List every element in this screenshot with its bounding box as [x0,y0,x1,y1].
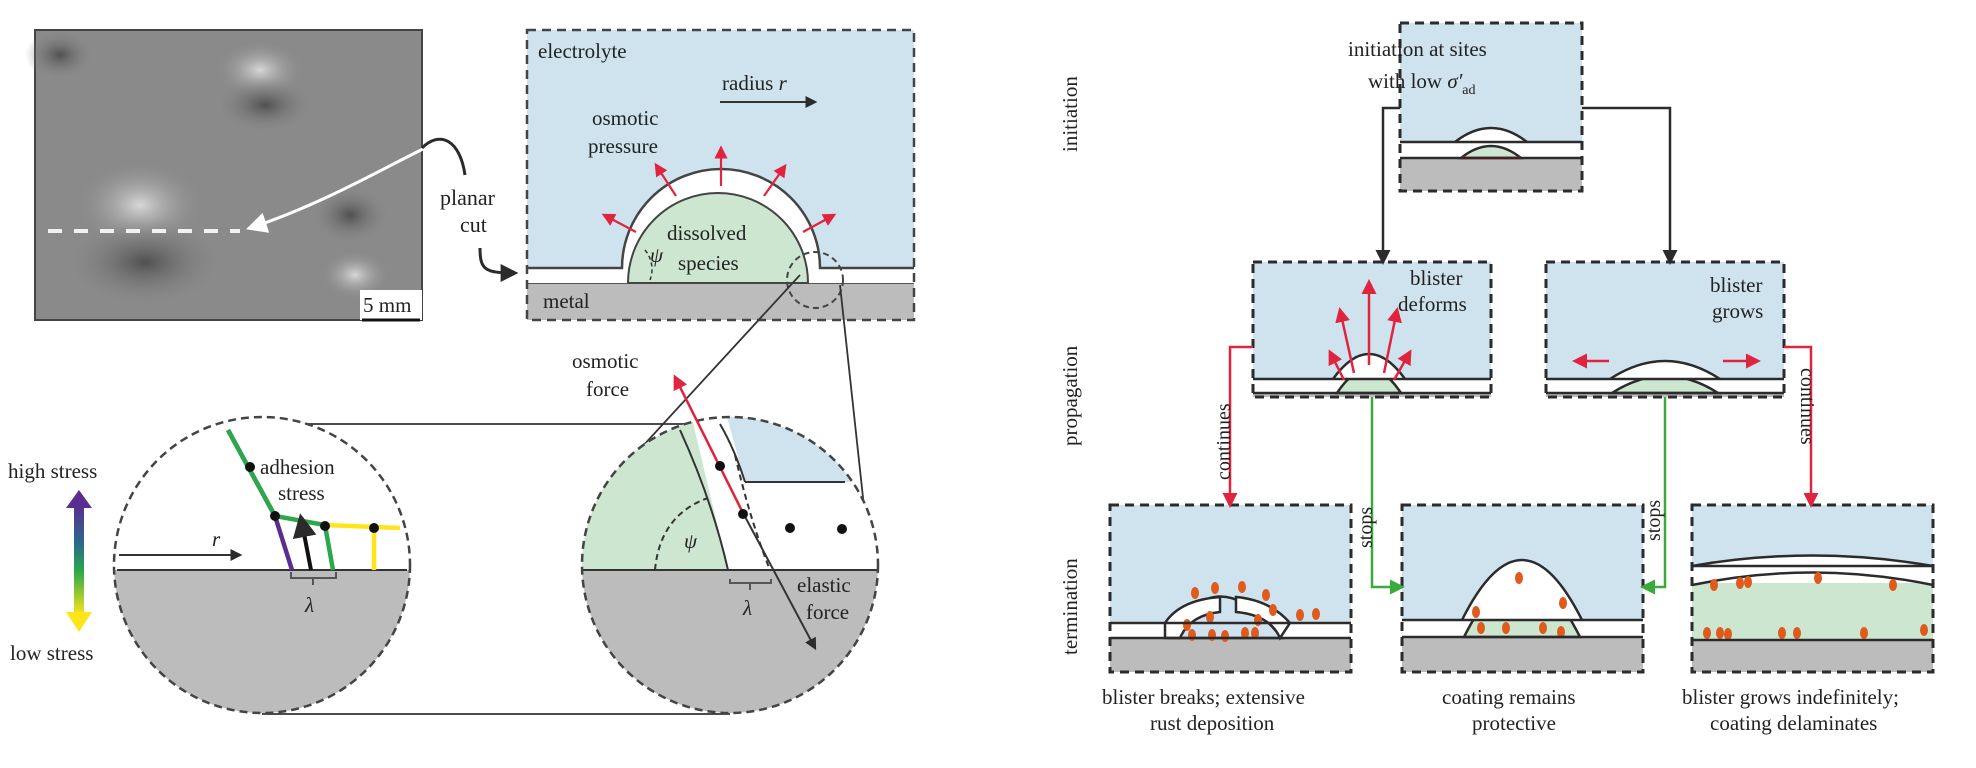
termination-box-protective [1400,503,1645,674]
adhesion-stress-label-line1: adhesion [260,455,335,479]
osmotic-force-label-line1: osmotic [572,349,639,373]
osmotic-arrow [1382,307,1402,374]
stress-gradient-bar [74,505,84,615]
elastic-force-label-line1: elastic [797,573,851,597]
radius-label: radius r [722,71,788,95]
termination-box-breaks [1108,503,1353,674]
initiation-box [1398,21,1584,193]
continues-arrow-left [1222,345,1253,508]
initiation-text-line1: initiation at sites [1348,37,1487,61]
elastic-force-arrow [741,510,817,651]
osmotic-arrow [1392,349,1412,381]
osmotic-arrow [1328,349,1346,381]
electrolyte-label: electrolyte [538,39,627,63]
osmotic-force-label-line2: force [586,377,629,401]
stops-label-right: stops [1643,500,1665,541]
low-stress-label: low stress [10,641,93,665]
propagation-box-grows [1544,260,1786,399]
stops-label-left: stops [1355,507,1377,548]
initiation-text-line2: with low σ′ad [1368,69,1476,98]
planar-cut-label-line1: planar [440,185,496,210]
planar-cut-pointer [478,247,519,282]
continues-label-right: continues [1796,368,1818,445]
caption-delaminates-line1: blister grows indefinitely; [1682,685,1899,709]
high-stress-label: high stress [8,459,97,483]
continues-label-left: continues [1213,403,1235,480]
dissolved-species-label-line1: dissolved [667,221,747,245]
continues-arrow-right [1784,345,1819,508]
caption-protective-line1: coating remains [1442,685,1576,709]
zoom-region-marker [786,251,844,309]
osmotic-force-arrow [673,374,744,512]
osmotic-pressure-arrows [601,145,837,233]
stops-arrow-left [1370,397,1405,595]
grows-label-line2: grows [1712,299,1763,323]
metal-label: metal [543,289,590,313]
stage-labels: initiation propagation termination [1058,76,1082,655]
adhesion-stress-label-line2: stress [278,481,325,505]
lambda-symbol-left: λ [304,593,314,617]
lambda-symbol-right: λ [742,596,752,620]
osmotic-pressure-label-line2: pressure [588,134,658,158]
planar-cut-arrow [246,146,426,233]
caption-breaks-line2: rust deposition [1150,711,1275,735]
deforms-label-line1: blister [1410,266,1463,290]
stage-label-initiation: initiation [1058,76,1082,152]
osmotic-arrow [1335,307,1356,374]
deforms-label-line2: deforms [1398,292,1467,316]
blister-photo: 5 mm [25,29,426,322]
caption-protective-line2: protective [1472,711,1556,735]
caption-delaminates-line2: coating delaminates [1710,711,1877,735]
stage-label-propagation: propagation [1058,345,1082,446]
termination-box-delaminates [1690,503,1935,674]
cross-section: electrolyte radius r osmotic pressure di… [525,28,916,322]
elastic-force-label-line2: force [806,600,849,624]
flow-arrow-to-deforms [1375,106,1400,265]
scale-bar-label: 5 mm [363,293,411,317]
stops-arrow-right [1640,397,1667,595]
dissolved-species-label-line2: species [678,251,739,275]
angle-psi-label: ψ [650,243,664,267]
r-symbol: r [212,527,221,551]
osmotic-pressure-label-line1: osmotic [592,106,659,130]
zoom-circle-adhesion: r adhesion stress λ [112,415,412,715]
flow-arrow-to-grows [1582,106,1678,265]
stage-label-termination: termination [1058,558,1082,655]
caption-breaks-line1: blister breaks; extensive [1102,685,1305,709]
angle-psi-zoom: ψ [684,529,698,553]
zoom-circle-forces: ψ osmotic force λ elastic force [572,349,880,715]
grows-label-line1: blister [1710,273,1763,297]
planar-cut-label-line2: cut [460,212,487,237]
